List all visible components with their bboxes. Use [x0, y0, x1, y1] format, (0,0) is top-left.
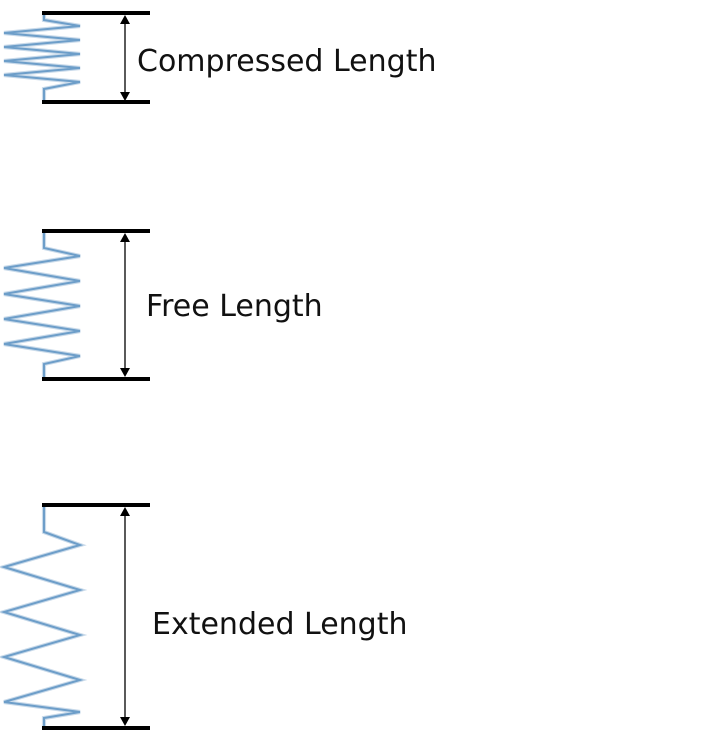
compressed-dimension-arrow	[120, 15, 130, 101]
arrowhead-up-icon	[120, 233, 130, 242]
free-dimension-arrow	[120, 233, 130, 377]
extended-length-label: Extended Length	[152, 607, 408, 642]
free-spring-group: Free Length	[3, 229, 323, 381]
compressed-length-label: Compressed Length	[137, 44, 436, 79]
compressed-spring-coil	[3, 13, 81, 101]
extended-spring-coil	[0, 505, 88, 729]
arrowhead-down-icon	[120, 717, 130, 726]
arrowhead-up-icon	[120, 507, 130, 516]
extended-dimension-arrow	[120, 507, 130, 726]
free-length-label: Free Length	[146, 289, 323, 324]
extended-spring-group: Extended Length	[0, 503, 408, 730]
arrowhead-up-icon	[120, 15, 130, 24]
compressed-spring-group: Compressed Length	[3, 11, 436, 104]
arrowhead-down-icon	[120, 368, 130, 377]
arrowhead-down-icon	[120, 92, 130, 101]
free-spring-coil	[3, 231, 81, 379]
